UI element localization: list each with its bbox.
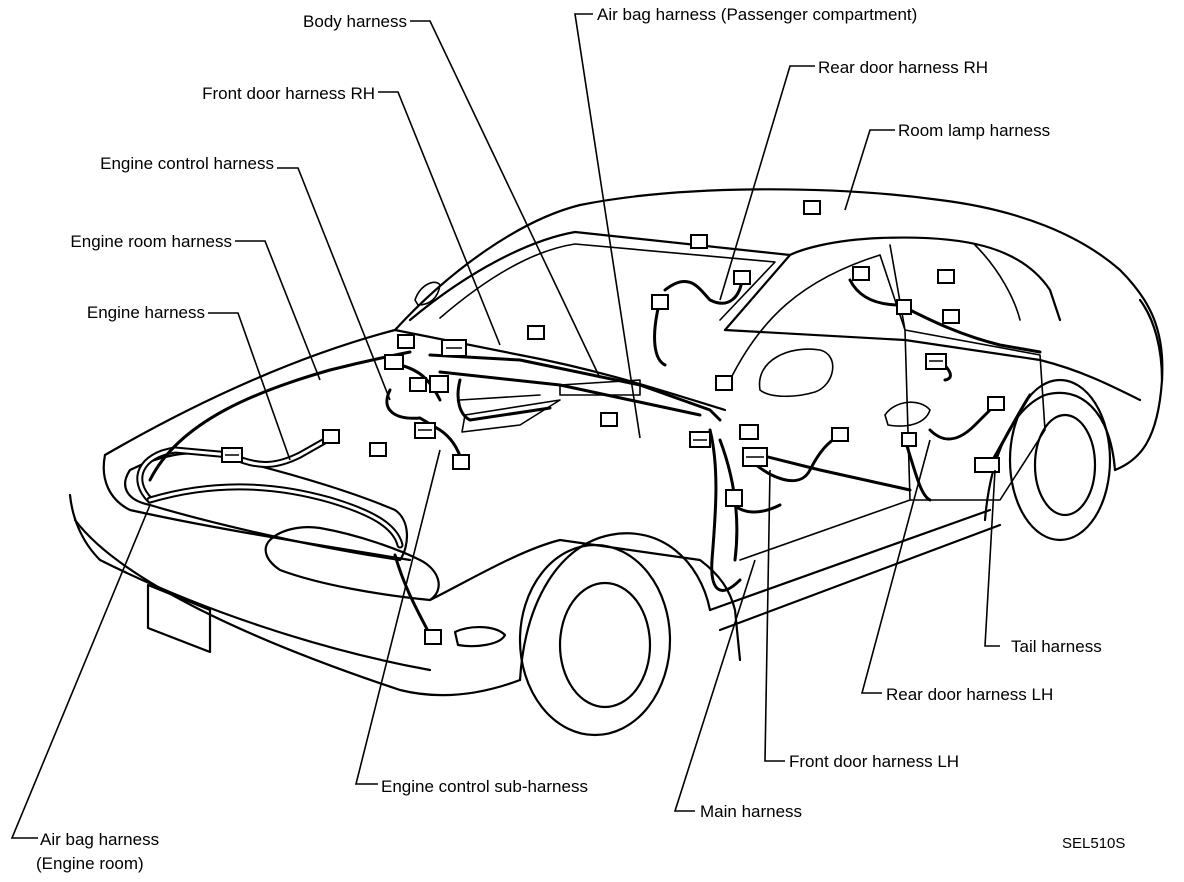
label-engine: Engine harness — [87, 303, 205, 322]
label-engine-control-sub: Engine control sub-harness — [381, 777, 588, 796]
label-front-door-rh: Front door harness RH — [202, 84, 375, 103]
connector — [651, 294, 669, 310]
label-rear-door-lh: Rear door harness LH — [886, 685, 1053, 704]
connector — [803, 200, 821, 215]
label-tail: Tail harness — [1011, 637, 1102, 656]
connector — [987, 396, 1005, 411]
connector — [527, 325, 545, 340]
connector — [925, 353, 947, 370]
connector — [322, 429, 340, 444]
connector — [414, 422, 436, 439]
connector — [852, 266, 870, 281]
label-engine-control: Engine control harness — [100, 154, 274, 173]
connector — [974, 457, 1000, 473]
connector — [733, 270, 751, 285]
figure-code: SEL510S — [1062, 835, 1125, 852]
labels: Body harness Air bag harness (Passenger … — [36, 5, 1125, 873]
label-main: Main harness — [700, 802, 802, 821]
harness-routes — [136, 278, 1042, 637]
connector — [369, 442, 387, 457]
leader-lines — [10, 13, 1000, 839]
connector — [384, 354, 404, 370]
connector — [831, 427, 849, 442]
label-airbag-passenger: Air bag harness (Passenger compartment) — [597, 5, 917, 24]
connector — [221, 447, 243, 463]
connector — [739, 424, 759, 440]
connector — [689, 431, 711, 448]
connectors — [221, 200, 1005, 645]
connector — [397, 334, 415, 349]
connector — [715, 375, 733, 391]
label-room-lamp: Room lamp harness — [898, 121, 1050, 140]
label-airbag-engine-room-line2: (Engine room) — [36, 854, 144, 873]
label-engine-room: Engine room harness — [70, 232, 232, 251]
connector — [424, 629, 442, 645]
connector — [441, 339, 467, 357]
connector — [452, 454, 470, 470]
label-rear-door-rh: Rear door harness RH — [818, 58, 988, 77]
label-front-door-lh: Front door harness LH — [789, 752, 959, 771]
connector — [725, 489, 743, 507]
connector — [742, 447, 768, 467]
connector — [937, 269, 955, 284]
connector — [690, 234, 708, 249]
label-body-harness: Body harness — [303, 12, 407, 31]
connector — [942, 309, 960, 324]
connector — [896, 299, 912, 315]
connector — [429, 375, 449, 393]
connector — [901, 432, 917, 447]
connector — [600, 412, 618, 427]
connector — [409, 377, 427, 392]
label-airbag-engine-room-line1: Air bag harness — [40, 830, 159, 849]
